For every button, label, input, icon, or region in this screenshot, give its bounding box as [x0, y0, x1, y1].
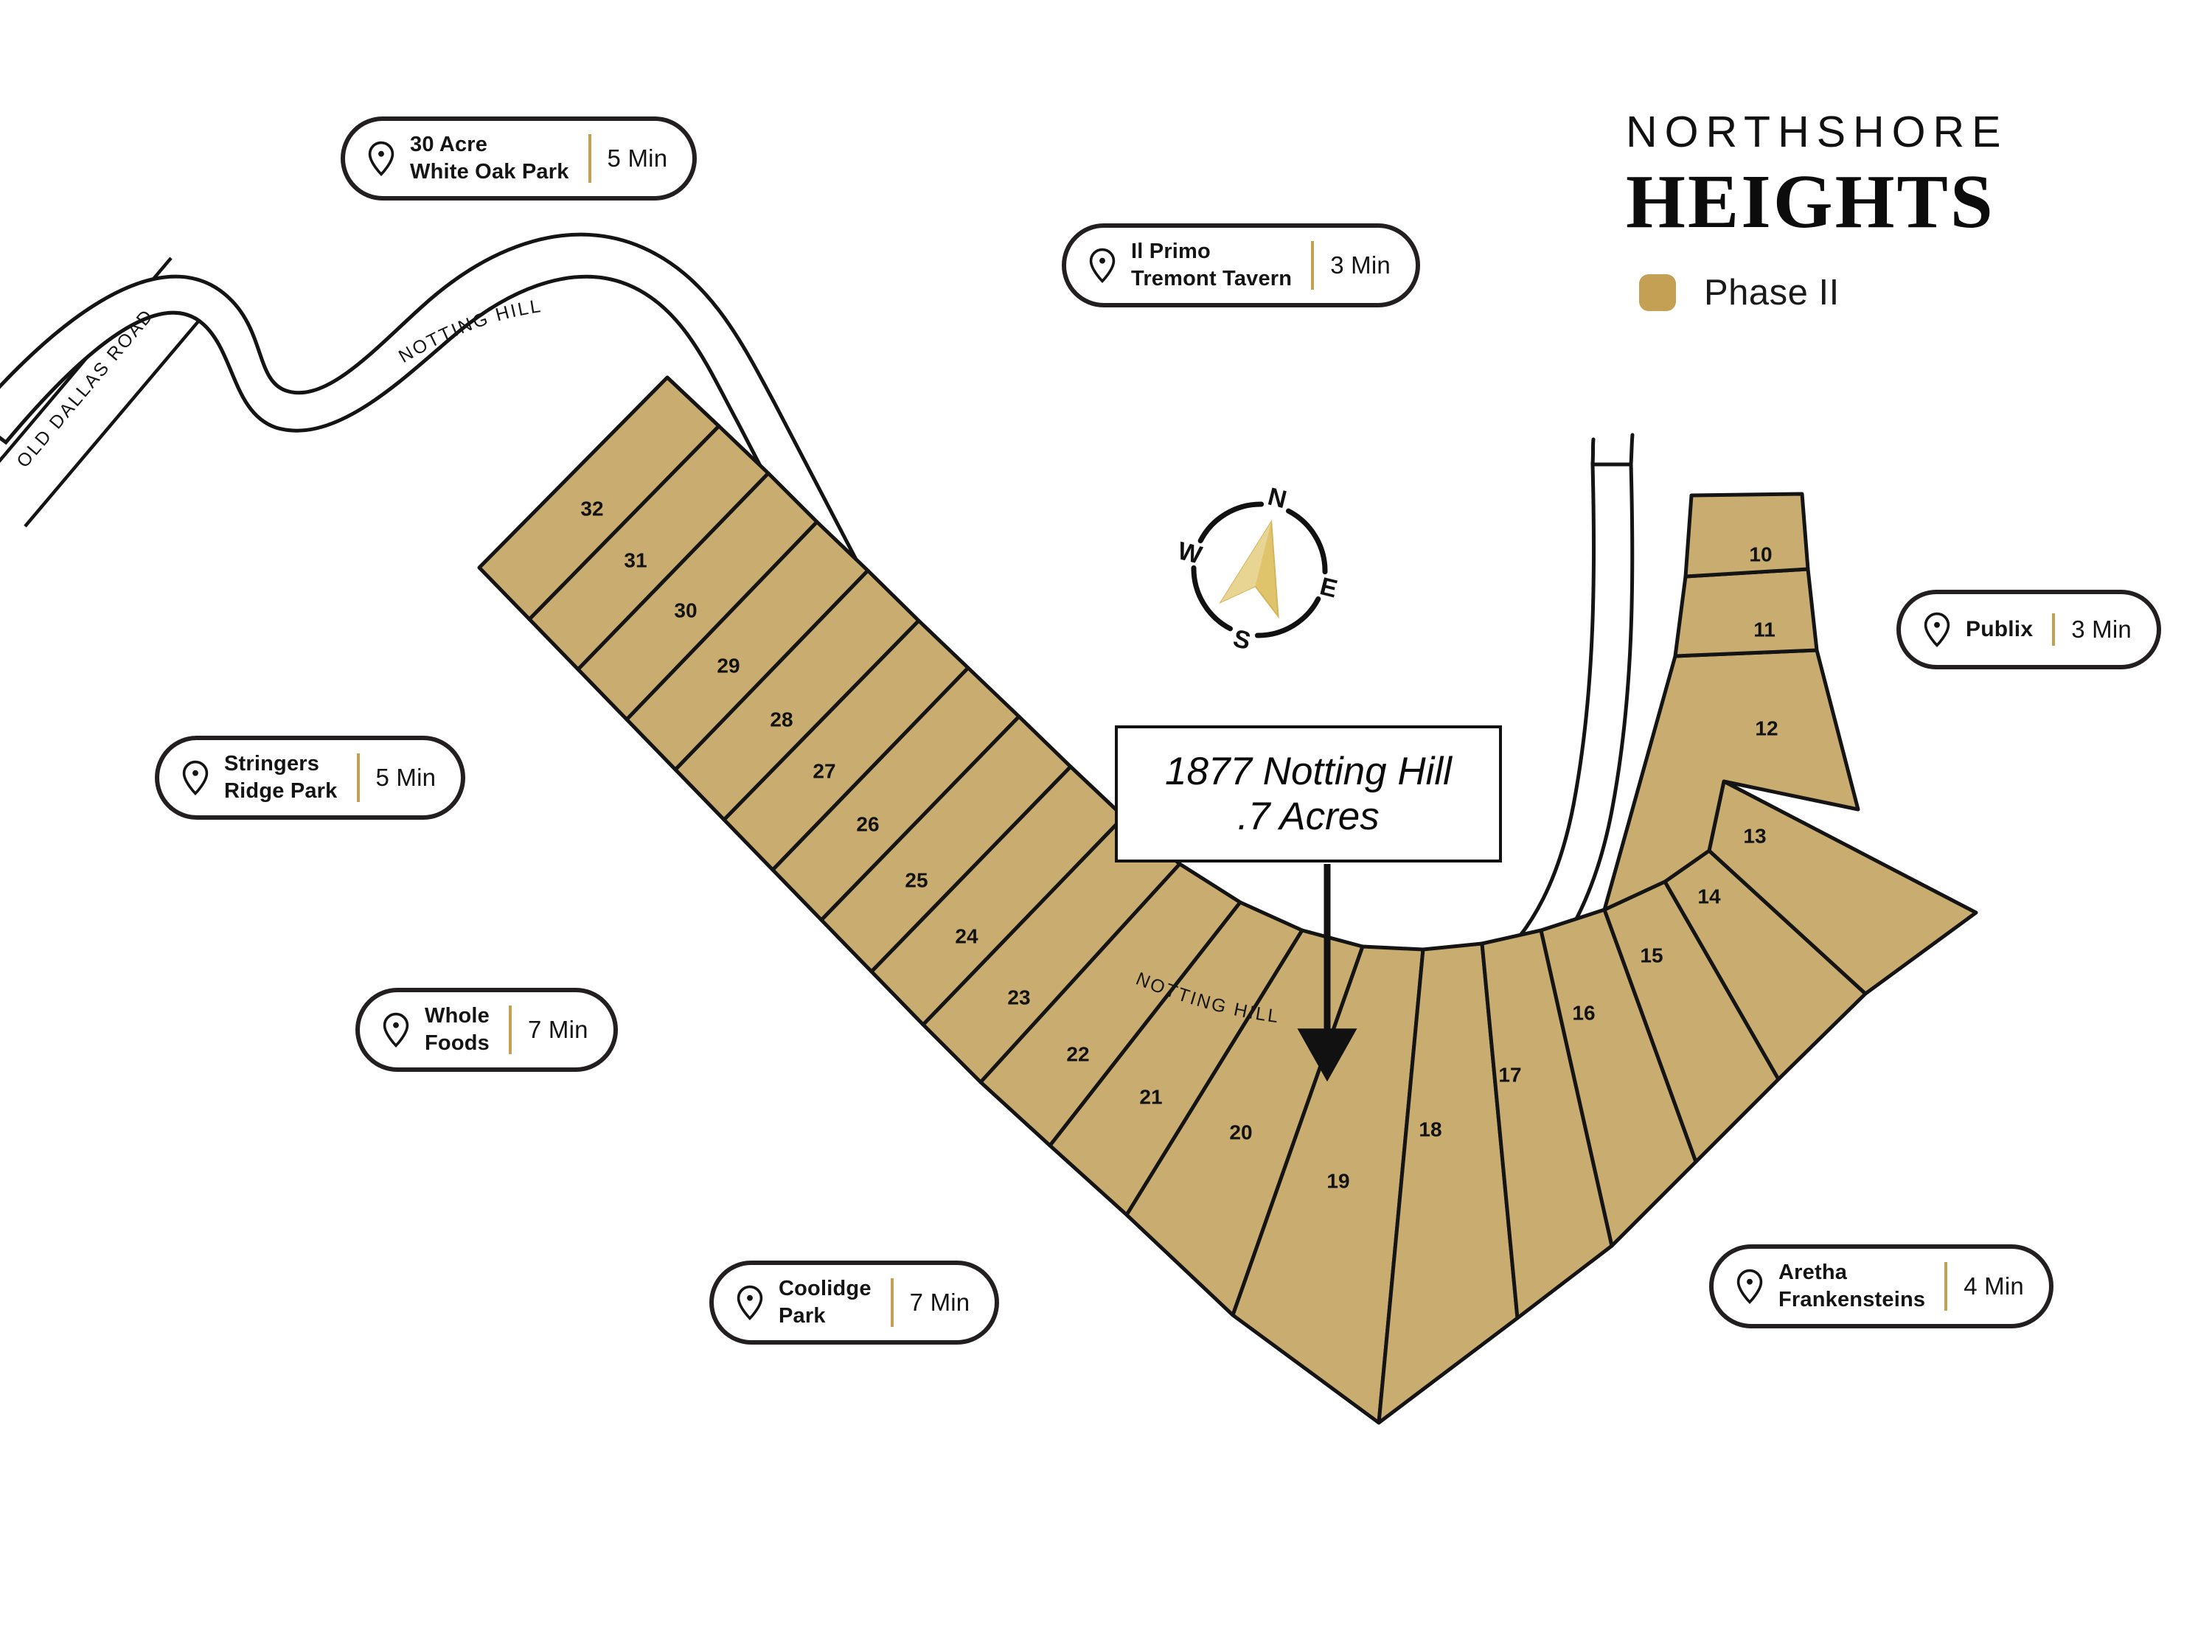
- compass-label-east: E: [1317, 572, 1340, 603]
- poi-name-whole-foods: Whole Foods: [425, 1003, 490, 1057]
- poi-time-stringers-ridge: 5 Min: [375, 764, 437, 792]
- map-pin-icon: [368, 141, 394, 177]
- lot-number-22: 22: [1066, 1042, 1089, 1065]
- poi-divider: [1311, 241, 1315, 290]
- lot-number-24: 24: [955, 924, 978, 947]
- poi-divider: [588, 134, 591, 184]
- poi-name-line-2: Tremont Tavern: [1131, 267, 1293, 291]
- poi-divider: [1944, 1262, 1948, 1311]
- poi-name-line-2: Park: [779, 1304, 826, 1328]
- lot-number-27: 27: [813, 759, 835, 782]
- poi-name-line-1: 30 Acre: [410, 133, 488, 156]
- poi-time-coolidge-park: 7 Min: [909, 1289, 970, 1317]
- poi-pill-publix[interactable]: Publix 3 Min: [1896, 590, 2161, 669]
- poi-time-il-primo: 3 Min: [1330, 251, 1391, 279]
- poi-name-coolidge-park: Coolidge Park: [779, 1275, 872, 1330]
- map-pin-icon: [1736, 1269, 1763, 1305]
- lot-number-17: 17: [1498, 1063, 1521, 1086]
- poi-time-aretha-frankensteins: 4 Min: [1964, 1272, 2024, 1300]
- lot-number-26: 26: [856, 812, 879, 835]
- roads-layer: [0, 232, 1635, 1056]
- poi-time-white-oak-park: 5 Min: [607, 144, 668, 172]
- poi-name-line-2: Foods: [425, 1031, 490, 1056]
- poi-name-line-2: Frankensteins: [1778, 1288, 1926, 1312]
- poi-time-publix: 3 Min: [2071, 616, 2132, 643]
- phase-color-swatch: [1639, 274, 1676, 312]
- poi-name-line-1: Aretha: [1778, 1261, 1848, 1284]
- compass-label-north: N: [1265, 485, 1290, 514]
- poi-divider: [890, 1278, 894, 1328]
- lot-number-16: 16: [1572, 1001, 1595, 1024]
- lot-number-11: 11: [1753, 618, 1775, 641]
- lot-number-15: 15: [1640, 944, 1663, 966]
- poi-pill-coolidge-park[interactable]: Coolidge Park 7 Min: [709, 1261, 1000, 1345]
- poi-name-il-primo: Il Primo Tremont Tavern: [1131, 238, 1292, 293]
- lot-number-29: 29: [717, 654, 740, 677]
- lot-number-19: 19: [1326, 1169, 1349, 1192]
- compass-needle-icon: [1219, 519, 1279, 619]
- lot-number-14: 14: [1697, 885, 1721, 907]
- map-pin-icon: [1924, 612, 1950, 647]
- poi-name-stringers-ridge: Stringers Ridge Park: [224, 750, 338, 805]
- poi-name-line-1: Publix: [1966, 616, 2034, 641]
- poi-time-whole-foods: 7 Min: [528, 1016, 588, 1044]
- map-pin-icon: [182, 760, 209, 796]
- lot-number-28: 28: [770, 708, 793, 731]
- brand-block: NORTHSHORE HEIGHTS Phase II: [1626, 111, 2142, 313]
- poi-name-line-1: Il Primo: [1131, 240, 1211, 263]
- map-pin-icon: [737, 1285, 763, 1321]
- callout-acreage: .7 Acres: [1237, 795, 1380, 838]
- brand-name-top: NORTHSHORE: [1626, 108, 2008, 156]
- lot-number-32: 32: [580, 497, 603, 520]
- poi-divider: [2052, 613, 2056, 646]
- lot-11[interactable]: [1673, 567, 1819, 658]
- lot-number-23: 23: [1007, 986, 1030, 1008]
- property-callout: 1877 Notting Hill .7 Acres: [1115, 725, 1502, 862]
- poi-pill-il-primo[interactable]: Il Primo Tremont Tavern 3 Min: [1062, 223, 1420, 308]
- phase-legend-label: Phase II: [1704, 273, 1840, 313]
- lot-10[interactable]: [1683, 492, 1810, 579]
- lot-number-25: 25: [905, 868, 928, 891]
- phase-legend: Phase II: [1639, 272, 2142, 313]
- poi-name-line-1: Coolidge: [779, 1277, 872, 1300]
- lot-number-31: 31: [624, 548, 647, 571]
- brand-name-bottom: HEIGHTS: [1626, 159, 1995, 244]
- poi-name-publix: Publix: [1966, 616, 2033, 644]
- compass-rose: N E S W: [1175, 485, 1344, 655]
- lot-number-12: 12: [1755, 717, 1778, 739]
- lot-12[interactable]: [1602, 648, 1860, 912]
- poi-name-aretha-frankensteins: Aretha Frankensteins: [1778, 1259, 1925, 1314]
- poi-pill-aretha-frankensteins[interactable]: Aretha Frankensteins 4 Min: [1709, 1244, 2053, 1329]
- poi-name-line-1: Stringers: [224, 752, 320, 776]
- poi-name-line-1: Whole: [425, 1004, 490, 1028]
- compass-label-south: S: [1231, 624, 1253, 655]
- poi-divider: [509, 1006, 512, 1055]
- lot-number-18: 18: [1419, 1118, 1441, 1140]
- poi-name-white-oak-park: 30 Acre White Oak Park: [410, 131, 569, 186]
- poi-divider: [356, 753, 360, 803]
- lots-layer: [477, 375, 1978, 1425]
- lot-number-21: 21: [1139, 1085, 1162, 1108]
- poi-pill-whole-foods[interactable]: Whole Foods 7 Min: [355, 988, 618, 1073]
- map-pin-icon: [1089, 248, 1116, 284]
- poi-name-line-2: Ridge Park: [224, 779, 338, 804]
- lot-number-labels: 32 31 30 29 28 27 26 25 24 23 22 21 20 19 18 17 16 15 14 13…: [580, 497, 1778, 1192]
- poi-pill-stringers-ridge[interactable]: Stringers Ridge Park 5 Min: [155, 736, 466, 820]
- lot-number-30: 30: [674, 599, 697, 621]
- lot-number-13: 13: [1743, 824, 1766, 847]
- lot-number-20: 20: [1229, 1120, 1252, 1143]
- callout-address: 1877 Notting Hill: [1165, 749, 1452, 793]
- map-pin-icon: [383, 1012, 409, 1048]
- lot-number-10: 10: [1749, 543, 1772, 565]
- compass-label-west: W: [1175, 537, 1205, 570]
- poi-pill-white-oak-park[interactable]: 30 Acre White Oak Park 5 Min: [341, 116, 698, 201]
- poi-name-line-2: White Oak Park: [410, 160, 569, 184]
